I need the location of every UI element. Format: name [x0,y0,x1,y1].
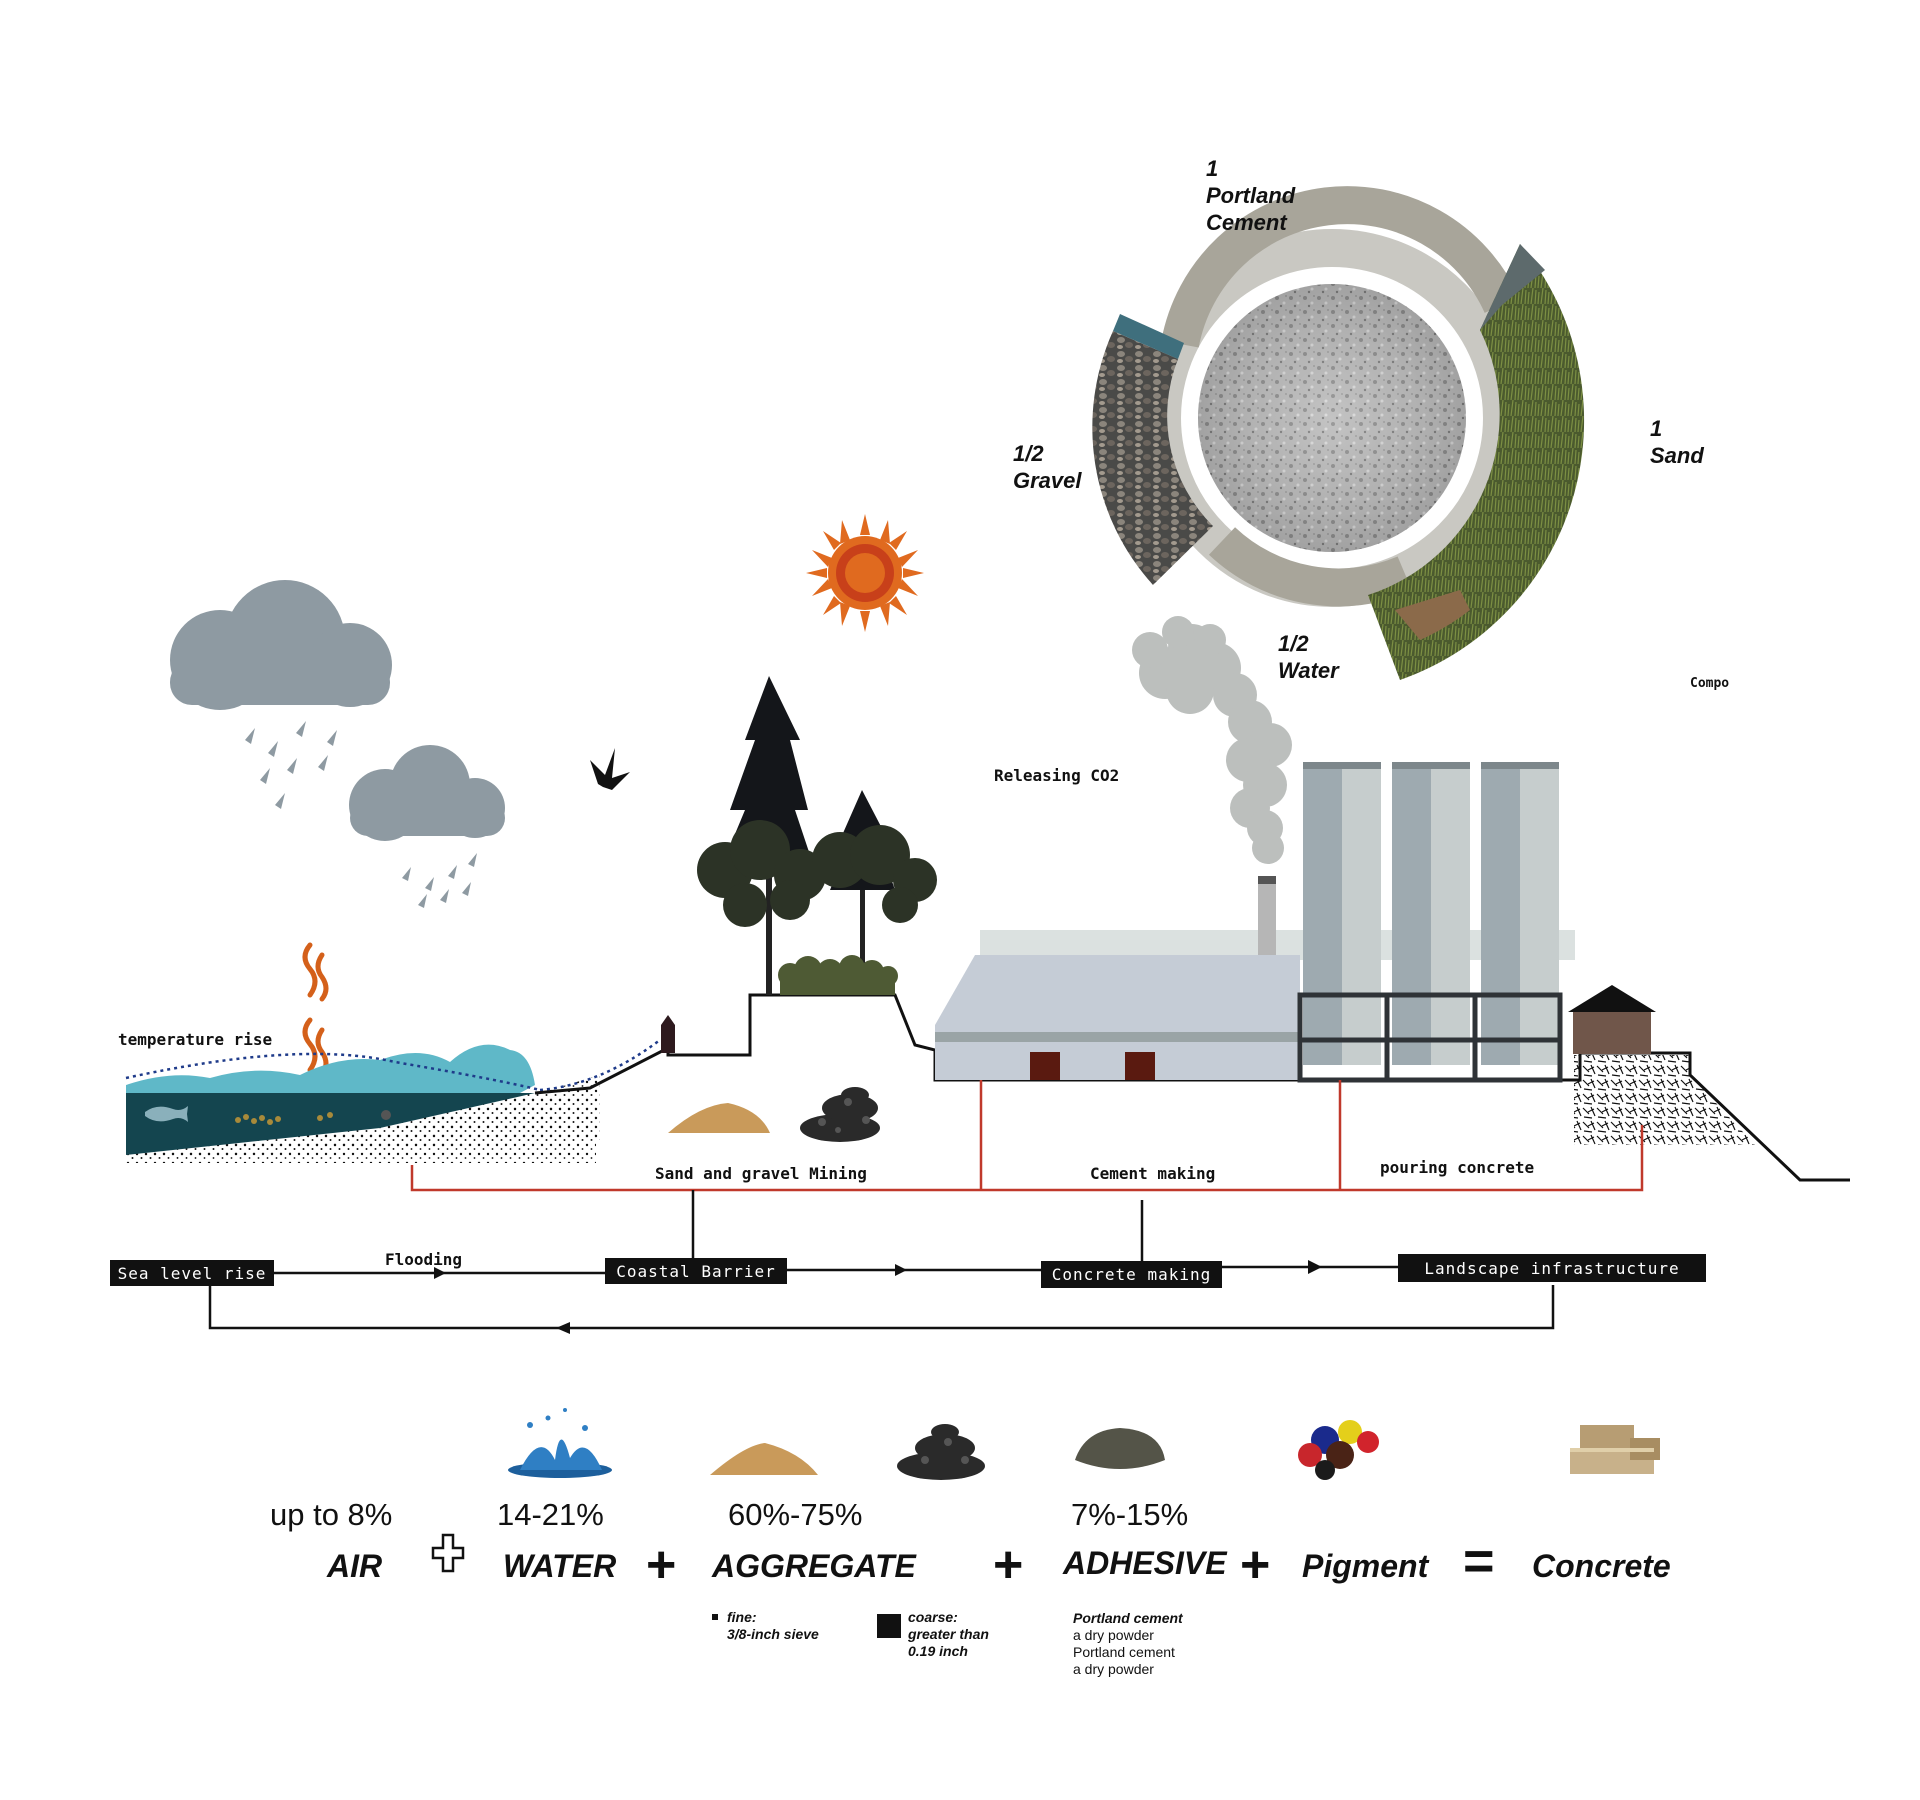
label-compo: Compo [1690,676,1730,691]
adhesive-percent: 7%-15% [1071,1497,1189,1532]
rain-drops-small [402,853,477,908]
fine-marker [712,1614,718,1620]
label-temperature-rise: temperature rise [118,1030,273,1049]
flow-arrows [434,1260,1322,1334]
fish-icon [145,1106,188,1122]
aggregate-percent: 60%-75% [728,1497,863,1532]
label-cement-making: Cement making [1090,1164,1216,1183]
sand-pile-icon-2 [710,1443,818,1475]
sand-pile-icon [668,1103,770,1133]
gravel-pile-icon-2 [897,1424,985,1480]
label-water: 1/2 Water [1278,631,1339,683]
label-flooding: Flooding [385,1250,463,1269]
cement-powder-icon [1075,1428,1165,1469]
co2-smoke [1132,616,1292,864]
term-aggregate: AGGREGATE [712,1548,916,1584]
process-lines [410,1080,1644,1192]
bird-icon [590,748,630,790]
proportion-ring [1092,186,1585,680]
cement-silos [1297,762,1563,1083]
concrete-blocks-icon [1570,1425,1660,1474]
term-water: WATER [503,1548,617,1584]
sand-photo [1368,244,1585,680]
wave [126,1044,535,1093]
house-icon [1568,985,1656,1054]
ring-segment-water [1208,526,1413,607]
coarse-marker [877,1614,901,1638]
cement-factory [935,876,1575,1080]
note-coarse: coarse: greater than 0.19 inch [908,1609,989,1659]
deep-water [126,1093,535,1155]
rain-drops [245,721,337,809]
water-percent: 14-21% [497,1497,604,1532]
sea-scene [125,1038,661,1163]
term-concrete: Concrete [1532,1548,1671,1584]
note-adhesive: Portland cement a dry powder Portland ce… [1073,1610,1183,1677]
gravel-photo [1092,331,1213,585]
term-adhesive: ADHESIVE [1063,1545,1227,1581]
term-pigment: Pigment [1302,1548,1429,1584]
air-percent: up to 8% [270,1497,393,1532]
label-gravel: 1/2 Gravel [1013,441,1082,493]
label-sand: 1 Sand [1650,416,1704,468]
rain-cloud-icon [170,580,392,710]
water-splash-icon [508,1408,612,1478]
label-sand-gravel-mining: Sand and gravel Mining [655,1164,867,1183]
barrier-post [661,1025,675,1053]
plus-outline-icon [431,1533,465,1573]
plus-sign-2: + [993,1536,1024,1594]
sun-icon [806,514,924,632]
rain-cloud-small-icon [349,745,505,841]
flow-box-sea-level-rise: Sea level rise [110,1260,274,1286]
label-pouring-concrete: pouring concrete [1380,1158,1535,1177]
trees-icon [697,676,937,995]
ring-segment-cement [1161,186,1520,348]
label-releasing-co2: Releasing CO2 [994,766,1120,785]
fill-texture [1574,1055,1755,1145]
term-air: AIR [327,1548,383,1584]
label-portland-cement: 1 Portland Cement [1206,156,1296,235]
equals-sign: = [1463,1531,1495,1591]
plus-sign-1: + [646,1536,677,1594]
pigment-icon [1298,1420,1379,1480]
plus-sign-3: + [1240,1536,1271,1594]
flow-box-landscape-infrastructure: Landscape infrastructure [1398,1254,1706,1282]
note-fine: fine: 3/8-inch sieve [727,1609,819,1642]
gravel-pile-icon [800,1087,880,1142]
flow-box-concrete-making: Concrete making [1041,1261,1222,1288]
flow-box-coastal-barrier: Coastal Barrier [605,1258,787,1284]
